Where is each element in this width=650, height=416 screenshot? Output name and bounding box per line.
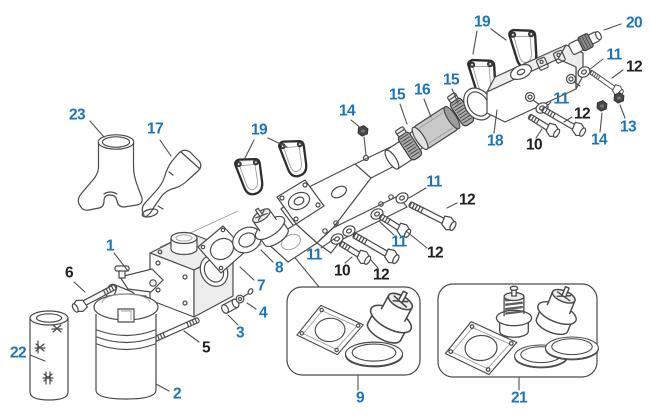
callout-11-d[interactable]: 11: [391, 233, 407, 251]
callout-6: 6: [64, 264, 74, 282]
callout-15-a[interactable]: 15: [388, 86, 406, 104]
part-4-fitting: [235, 288, 254, 304]
callout-10-right: 10: [525, 136, 543, 154]
callout-18[interactable]: 18: [486, 132, 504, 150]
part-17-elbow-hose: [141, 149, 202, 218]
callout-12-b: 12: [573, 105, 591, 123]
filter-head-block: [149, 231, 234, 318]
callout-5: 5: [201, 339, 211, 357]
callout-13[interactable]: 13: [619, 118, 637, 136]
callout-12-a: 12: [625, 58, 643, 76]
callout-1[interactable]: 1: [105, 237, 115, 255]
callout-15-b[interactable]: 15: [442, 71, 460, 89]
leader-lines: [29, 23, 626, 392]
callout-17[interactable]: 17: [146, 120, 164, 138]
callout-23[interactable]: 23: [68, 106, 86, 124]
kit-box-9: [286, 280, 426, 376]
part-16-hose: [411, 105, 461, 151]
stud-5: [152, 317, 200, 343]
callout-2[interactable]: 2: [172, 385, 182, 403]
callout-12-c: 12: [458, 191, 476, 209]
part-23-y-hose: [77, 134, 143, 211]
callout-22[interactable]: 22: [9, 344, 27, 362]
callout-14-left[interactable]: 14: [338, 102, 356, 120]
callout-20[interactable]: 20: [625, 14, 643, 32]
part-2-filter-canister: [93, 293, 159, 400]
callout-12-e: 12: [372, 266, 390, 284]
callout-21-kit[interactable]: 21: [510, 389, 528, 407]
callout-19-mid[interactable]: 19: [250, 121, 268, 139]
callout-3[interactable]: 3: [235, 324, 245, 342]
callout-8[interactable]: 8: [274, 259, 284, 277]
callout-16[interactable]: 16: [413, 81, 431, 99]
callout-19-top[interactable]: 19: [473, 13, 491, 31]
callout-14-right[interactable]: 14: [590, 131, 608, 149]
part-20-fitting: [568, 30, 603, 55]
callout-12-d: 12: [426, 244, 444, 262]
callout-9-kit[interactable]: 9: [355, 389, 365, 407]
callout-7[interactable]: 7: [256, 277, 266, 295]
callout-4[interactable]: 4: [258, 304, 268, 322]
kit-box-21: [437, 279, 599, 379]
main-casting-arm: [265, 127, 430, 263]
callout-11-e[interactable]: 11: [306, 246, 322, 264]
callout-10-left: 10: [333, 262, 351, 280]
part-22-filter-element: [29, 310, 69, 401]
part-18-housing: [463, 44, 584, 123]
callout-11-b[interactable]: 11: [553, 90, 569, 108]
callout-11-a[interactable]: 11: [606, 46, 622, 64]
seal-ring: [232, 226, 262, 254]
callout-11-c[interactable]: 11: [426, 173, 442, 191]
